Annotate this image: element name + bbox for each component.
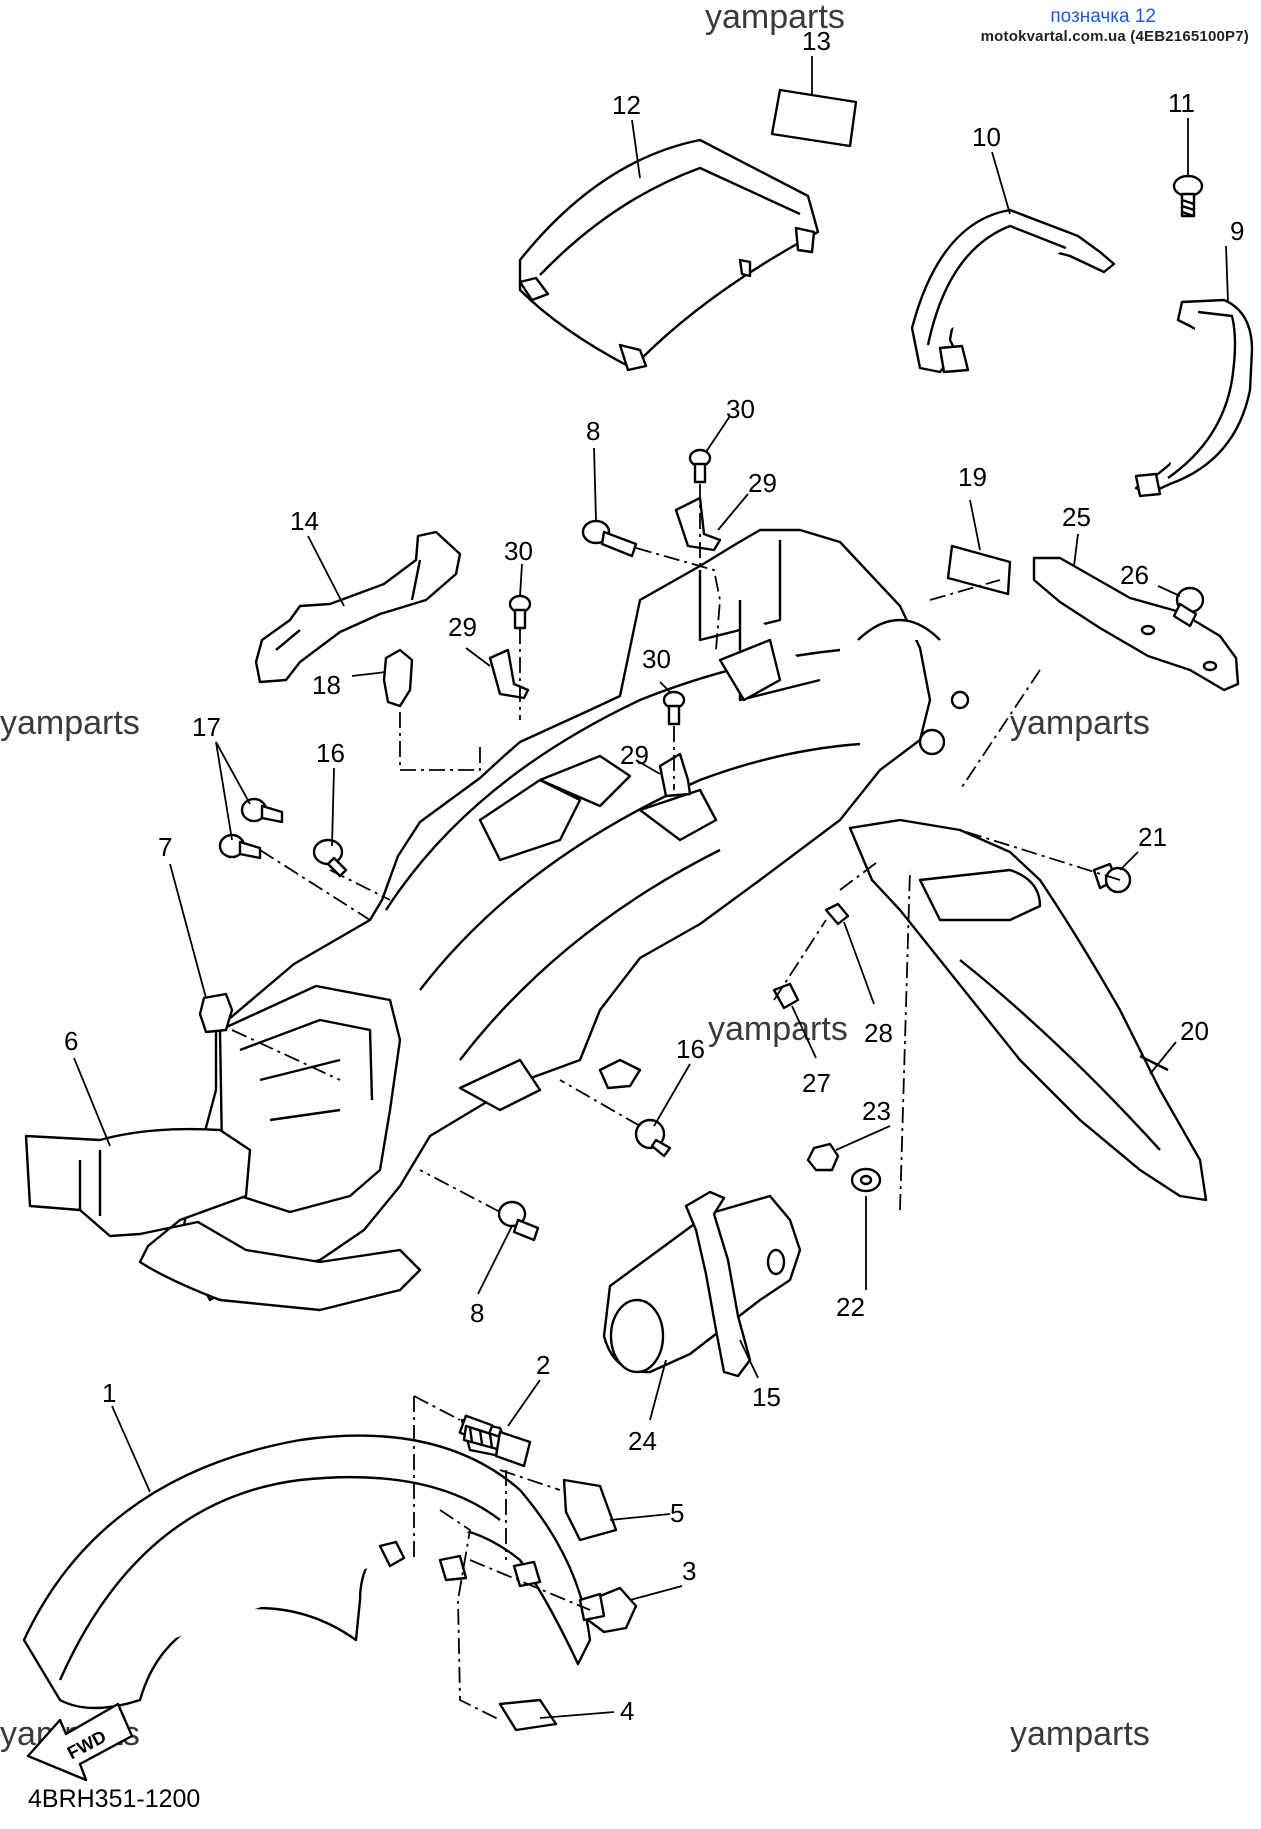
callout-labels: 1 2 3 4 5 6 7 8 8 9 10 11 12 13 14 15 16… (64, 26, 1244, 1726)
callout-17: 17 (192, 712, 221, 742)
callout-29-a: 29 (748, 468, 777, 498)
callout-14: 14 (290, 506, 319, 536)
callout-29-c: 29 (620, 740, 649, 770)
callout-21: 21 (1138, 822, 1167, 852)
callout-18: 18 (312, 670, 341, 700)
part-16-bolt-with-washer-upper (312, 838, 348, 878)
watermark-right: yamparts (1010, 704, 1150, 742)
callout-20: 20 (1180, 1016, 1209, 1046)
callout-16-lower: 16 (676, 1034, 705, 1064)
header-badge: позначка 12 (1050, 6, 1156, 27)
watermark-bottom-right: yamparts (1010, 1715, 1150, 1753)
part-2-bolt (458, 1414, 532, 1468)
callout-3: 3 (682, 1556, 696, 1586)
part-13-emblem (770, 88, 858, 148)
callout-23: 23 (862, 1096, 891, 1126)
rear-fender-frame (178, 528, 970, 1302)
part-23-nut (806, 1142, 840, 1172)
header-site: motokvartal.com.ua (4EB2165100P7) (980, 28, 1249, 45)
callout-7: 7 (158, 832, 172, 862)
part-20-rear-fender (848, 818, 1208, 1202)
callout-11: 11 (1168, 88, 1195, 118)
callout-12: 12 (612, 90, 641, 120)
callout-13: 13 (802, 26, 831, 56)
leader-lines (73, 56, 1229, 1719)
callout-25: 25 (1062, 502, 1091, 532)
part-29-clip-b (488, 648, 530, 700)
part-22-washer (850, 1167, 882, 1193)
part-18-cable-clamp (382, 648, 414, 708)
part-10-grab-bar-left (910, 208, 1116, 374)
callout-22: 22 (836, 1292, 865, 1322)
part-1-front-fender (22, 1434, 592, 1710)
part-11-screw (1172, 174, 1204, 218)
assembly-lines (231, 484, 1121, 1721)
part-8-flange-bolt-upper (581, 519, 638, 558)
callout-30-c: 30 (642, 644, 671, 674)
callout-15: 15 (752, 1382, 781, 1412)
part-6-rear-flap (24, 1127, 422, 1312)
watermark-center: yamparts (708, 1010, 848, 1048)
callout-30-a: 30 (726, 394, 755, 424)
callout-27: 27 (802, 1068, 831, 1098)
part-24-tool-bag (602, 1194, 802, 1374)
part-9-grab-bar-right (1134, 298, 1254, 498)
callout-19: 19 (958, 462, 987, 492)
part-30-screw-c (662, 690, 686, 726)
callout-5: 5 (670, 1498, 684, 1528)
part-29-clip-a (674, 496, 722, 552)
part-16-bolt-with-washer-lower (634, 1118, 672, 1158)
callout-30-b: 30 (504, 536, 533, 566)
callout-9: 9 (1230, 216, 1244, 246)
callout-8-lower: 8 (470, 1298, 484, 1328)
callout-2: 2 (536, 1350, 550, 1380)
callout-8-upper: 8 (586, 416, 600, 446)
callout-6: 6 (64, 1026, 78, 1056)
part-12-seat-cover (518, 138, 820, 372)
part-8-flange-bolt-lower (497, 1200, 540, 1242)
part-25-license-bracket (1032, 556, 1240, 692)
callout-28: 28 (864, 1018, 893, 1048)
callout-26: 26 (1120, 560, 1149, 590)
part-30-screw-b (508, 594, 532, 630)
part-14-seat-bracket (254, 530, 462, 684)
callout-1: 1 (102, 1378, 116, 1408)
watermark-top: yamparts (705, 0, 845, 36)
callout-29-b: 29 (448, 612, 477, 642)
figure-code: 4BRH351-1200 (28, 1785, 201, 1813)
callout-16-upper: 16 (316, 738, 345, 768)
part-29-clip-c (658, 752, 692, 798)
callout-24: 24 (628, 1426, 657, 1456)
part-17-bolts (218, 797, 284, 860)
part-4-plate-lower (498, 1698, 558, 1732)
callout-10: 10 (972, 122, 1001, 152)
part-7-clip-nut (198, 992, 234, 1034)
callout-4: 4 (620, 1696, 634, 1726)
part-26-bolt (1172, 586, 1205, 628)
part-30-screw-a (688, 448, 712, 484)
part-28-damper (824, 902, 850, 926)
watermark-left: yamparts (0, 704, 140, 742)
part-3-screw (578, 1586, 638, 1634)
part-5-plate-upper (562, 1478, 618, 1542)
